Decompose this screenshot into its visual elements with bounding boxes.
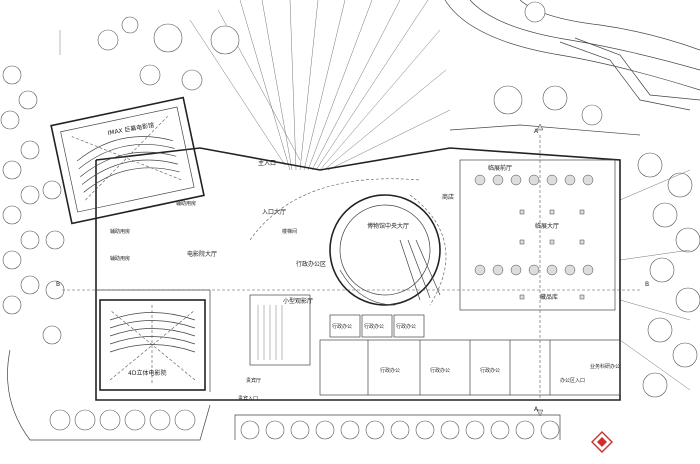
label-aux-room1: 辅助用房 [176,200,196,207]
label-work-room: 业务科研办公 [590,363,620,370]
label-stairs: 楼梯间 [282,228,297,235]
bottom-trees [7,349,561,441]
imax-block [50,96,205,225]
label-admin-office-6: 行政办公 [480,367,500,374]
label-storage: 藏品库 [540,293,558,301]
label-imax: IMAX 巨幕电影馆 [107,121,155,137]
left-trees [0,65,65,345]
label-office-entrance: 办公区入口 [560,377,585,384]
label-admin-office-1: 行政办公 [332,323,352,330]
landscape-curves [444,0,700,136]
label-admin-area: 行政办公区 [296,260,326,268]
label-admin-office-2: 行政办公 [364,323,384,330]
label-small-hall: 小型观影厅 [283,297,313,305]
label-entrance-hall: 入口大厅 [262,208,286,216]
label-cinema-4d: 4D立体电影院 [128,369,166,377]
top-trees [97,1,603,126]
label-aux-room3: 辅助用房 [110,255,130,262]
label-main-entrance: 主入口 [258,159,276,167]
label-temp-hall: 临展大厅 [535,222,559,230]
label-admin-office-5: 行政办公 [430,367,450,374]
label-section-a-bottom: A [534,406,539,413]
right-trees [619,152,700,398]
label-vip-lounge: 贵宾厅 [246,377,261,384]
radiating-lines [59,0,451,171]
central-hall [249,178,447,306]
label-aux-room2: 辅助用房 [110,228,130,235]
label-section-a-top: A [534,128,539,135]
label-vip-entrance: 贵宾入口 [238,395,258,402]
label-cinema-hall: 电影院大厅 [187,250,217,258]
label-admin-office-3: 行政办公 [396,323,416,330]
label-section-b-left: B [56,281,60,288]
building-outline [95,147,621,401]
label-admin-office-4: 行政办公 [380,367,400,374]
admin-row [319,314,621,396]
small-hall-block [249,294,311,366]
temp-hall-grid [459,159,616,311]
label-temp-gallery: 临展前厅 [488,164,512,172]
watermark-logo [591,431,613,453]
label-shop: 商店 [442,193,454,201]
label-section-b-right: B [645,281,649,288]
label-museum-hall: 博物馆中央大厅 [367,222,409,230]
cinema-4d-block [99,299,206,391]
section-marks [60,123,640,417]
